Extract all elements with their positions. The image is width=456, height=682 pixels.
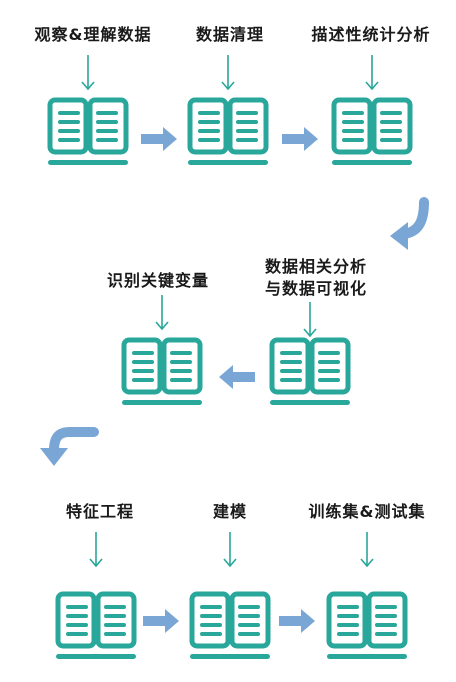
down-arrow-icon bbox=[303, 301, 317, 337]
open-book-icon bbox=[122, 340, 202, 405]
left-arrow-icon bbox=[219, 365, 255, 389]
open-book-icon bbox=[332, 100, 412, 165]
down-arrow-icon bbox=[89, 531, 103, 567]
open-book-icon bbox=[190, 594, 270, 659]
step-label-train-test: 训练集&测试集 bbox=[308, 502, 426, 521]
open-book-icon bbox=[48, 100, 128, 165]
step-label-feature-engineering: 特征工程 bbox=[65, 502, 134, 521]
right-arrow-icon bbox=[279, 609, 315, 633]
step-label-key-variables: 识别关键变量 bbox=[106, 271, 209, 290]
right-arrow-icon bbox=[282, 127, 318, 151]
right-arrow-icon bbox=[143, 609, 179, 633]
curved-turn-arrow-icon bbox=[390, 197, 429, 250]
curved-turn-arrow-icon bbox=[40, 427, 99, 466]
down-arrow-icon bbox=[365, 54, 379, 90]
down-arrow-icon bbox=[223, 531, 237, 567]
step-label-correlation-line1: 数据相关分析 bbox=[264, 257, 367, 276]
open-book-icon bbox=[188, 100, 268, 165]
step-label-correlation-line2: 与数据可视化 bbox=[264, 279, 367, 298]
down-arrow-icon bbox=[360, 531, 374, 567]
step-label-descriptive-stats: 描述性统计分析 bbox=[311, 25, 431, 44]
step-label-modeling: 建模 bbox=[212, 502, 247, 521]
down-arrow-icon bbox=[221, 54, 235, 90]
open-book-icon bbox=[270, 340, 350, 405]
down-arrow-icon bbox=[81, 54, 95, 90]
open-book-icon bbox=[56, 594, 136, 659]
step-label-data-cleaning: 数据清理 bbox=[195, 25, 264, 44]
open-book-icon bbox=[327, 594, 407, 659]
right-arrow-icon bbox=[141, 127, 177, 151]
step-label-observe-data: 观察&理解数据 bbox=[34, 25, 152, 44]
down-arrow-icon bbox=[155, 294, 169, 330]
